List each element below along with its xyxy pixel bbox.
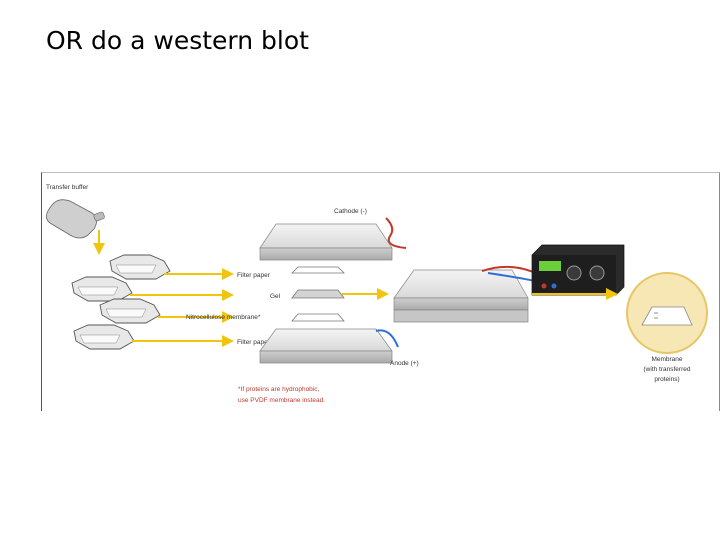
membrane-layer [291, 313, 345, 322]
anode-plate [259, 328, 393, 364]
filter-paper-top [291, 266, 345, 274]
assembled-stack [393, 269, 529, 323]
gel-layer [291, 289, 345, 299]
cathode-wire [385, 217, 407, 249]
soaking-tray-icon [71, 276, 133, 302]
western-blot-diagram: Transfer buffer Cathode (-) [41, 172, 720, 411]
membrane-layer-label: Nitrocellulose membrane* [186, 314, 261, 321]
result-membrane-circle [626, 272, 708, 354]
soaking-tray-icon [73, 324, 135, 350]
transfer-buffer-label: Transfer buffer [46, 184, 89, 191]
slide-title: OR do a western blot [46, 26, 309, 55]
note-line-1: *If proteins are hydrophobic, [238, 386, 319, 393]
result-line-2: (with transferred [644, 366, 691, 373]
soaking-tray-icon [109, 254, 171, 280]
result-line-3: proteins) [654, 376, 679, 383]
filter-paper-bottom-label: Filter paper [237, 339, 271, 346]
result-line-1: Membrane [651, 356, 682, 363]
cathode-label: Cathode (-) [334, 208, 367, 215]
cathode-plate [259, 223, 393, 261]
anode-label: Anode (+) [390, 360, 419, 367]
filter-paper-top-label: Filter paper [237, 272, 271, 279]
soaking-tray-icon [99, 298, 161, 324]
anode-wire [375, 329, 399, 348]
note-line-2: use PVDF membrane instead. [238, 397, 325, 404]
gel-label: Gel [270, 293, 281, 300]
power-supply-icon [531, 244, 625, 296]
buffer-bottle-icon [46, 199, 105, 239]
